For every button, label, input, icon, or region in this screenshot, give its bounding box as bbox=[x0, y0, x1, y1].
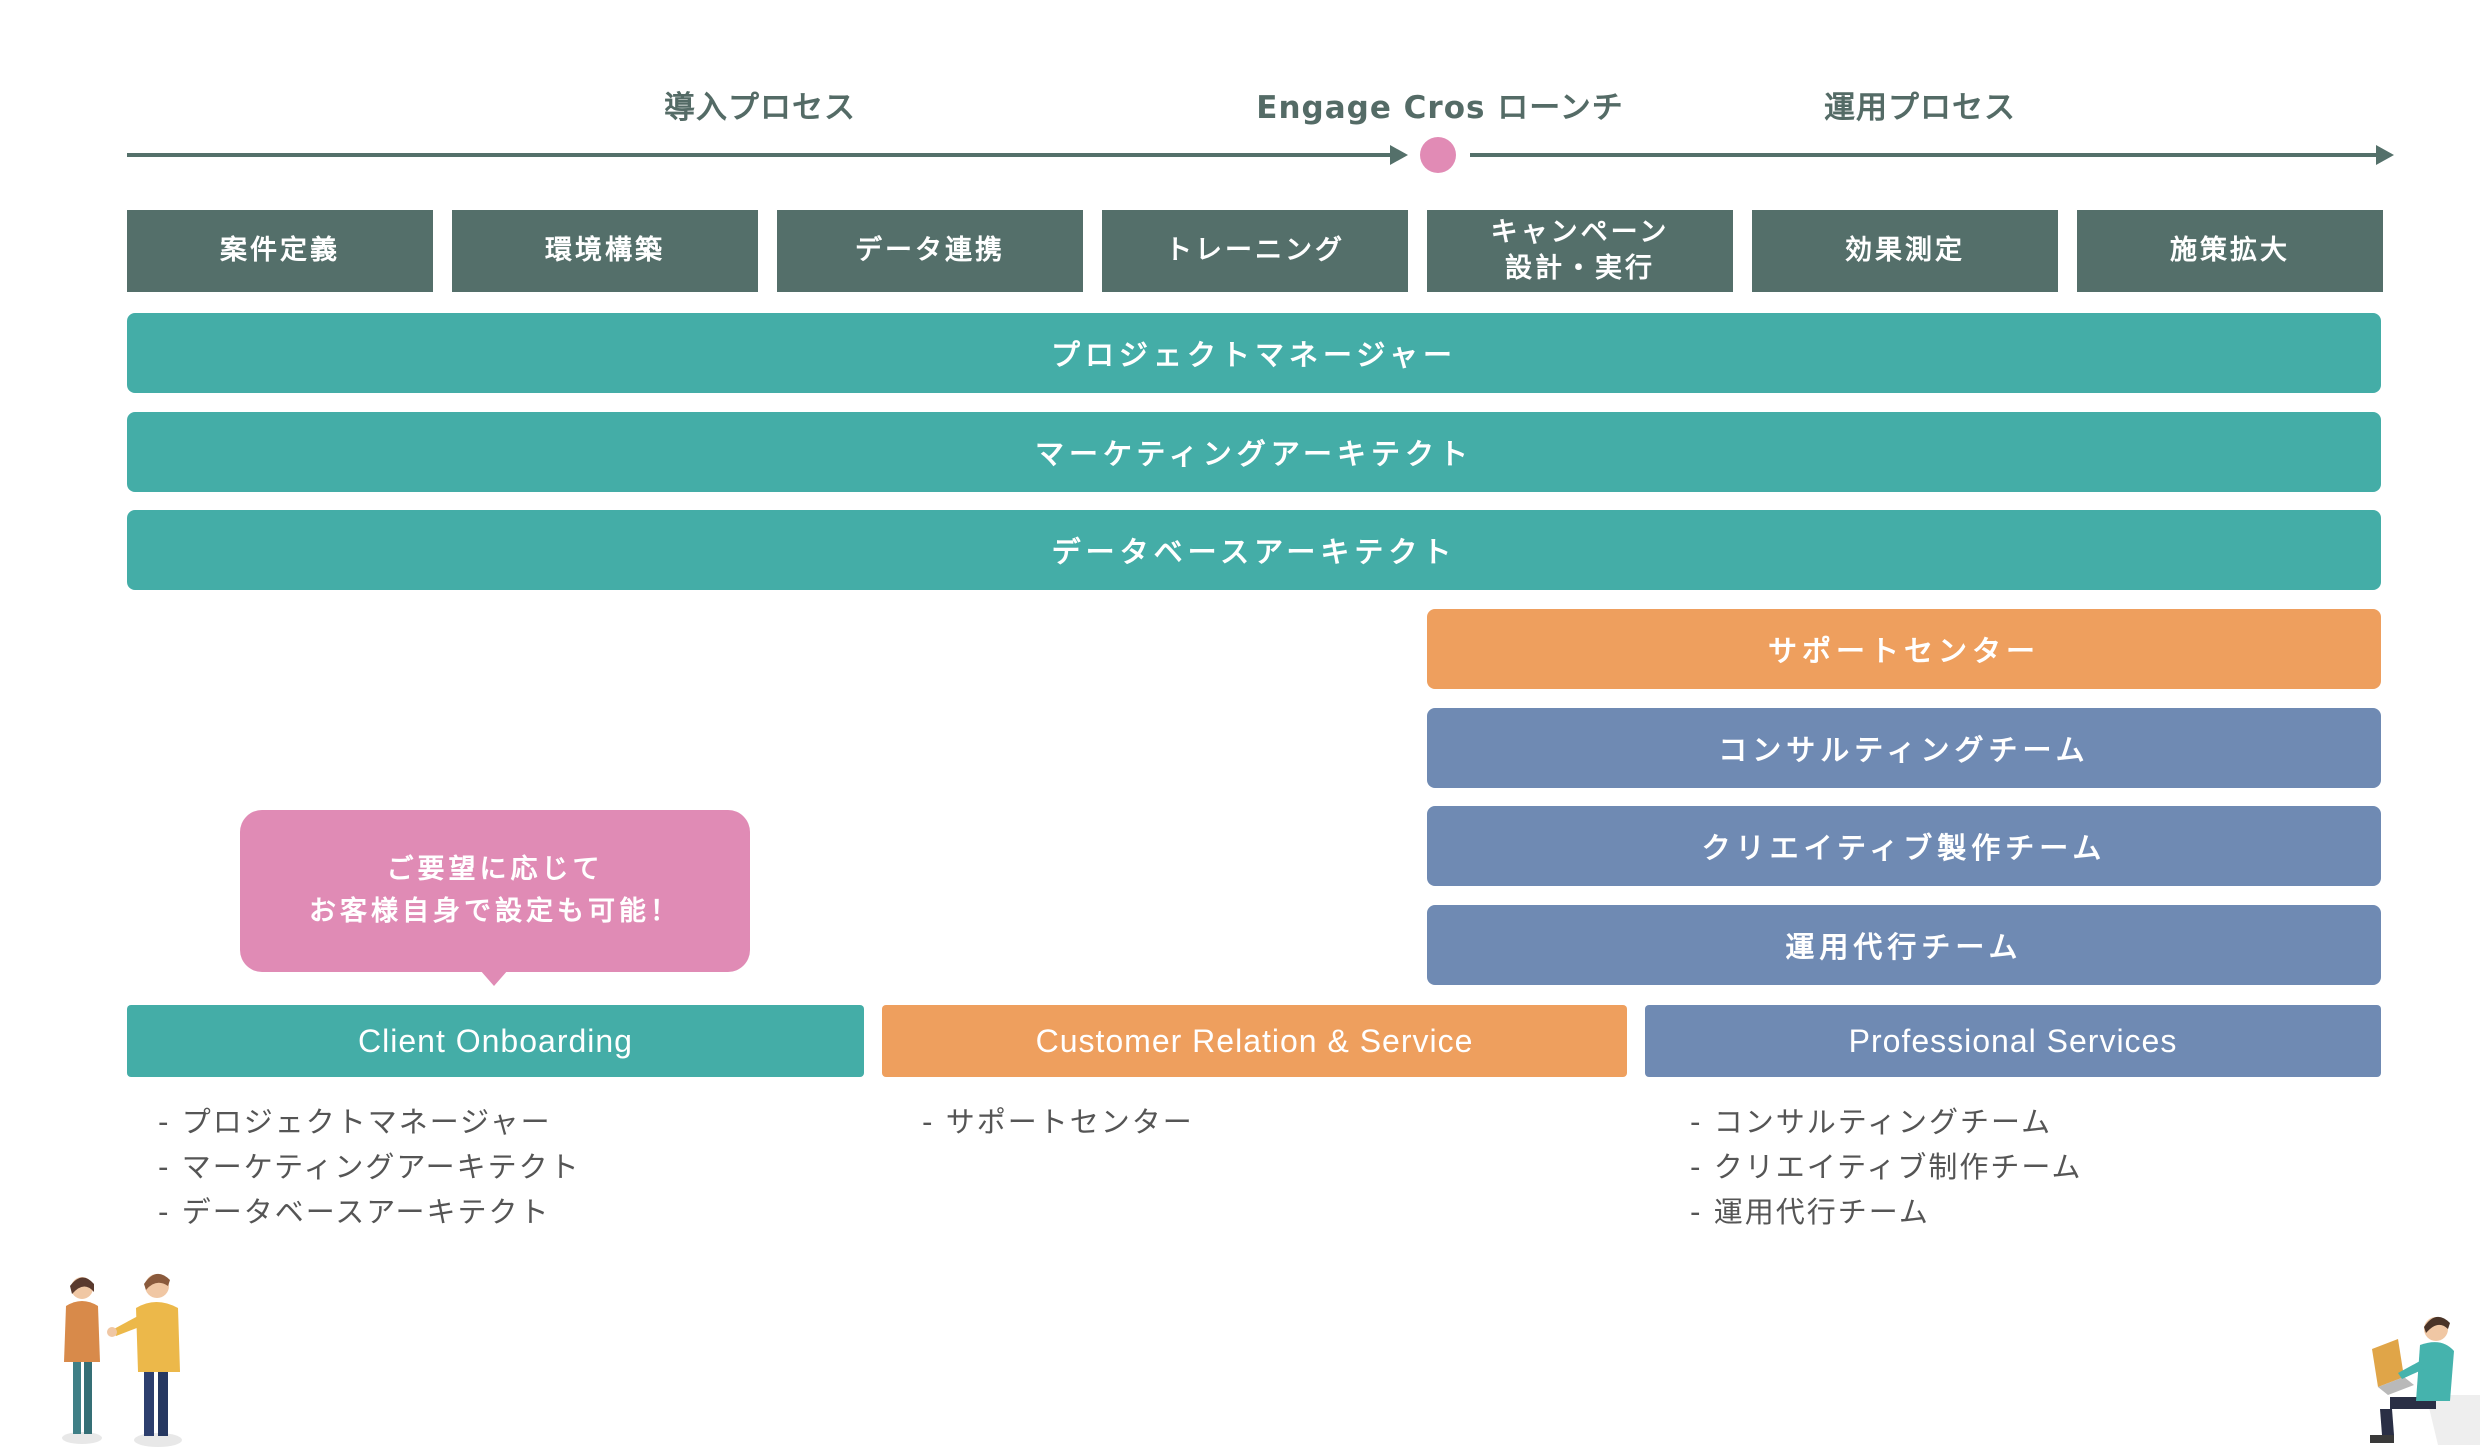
ops-arrow-line bbox=[1470, 153, 2380, 157]
list-item: データベースアーキテクト bbox=[158, 1190, 581, 1235]
launch-milestone-icon bbox=[1420, 137, 1456, 173]
ops-arrowhead-icon bbox=[2376, 145, 2394, 165]
speech-bubble-tail bbox=[480, 970, 508, 986]
category-customer-relation: Customer Relation & Service bbox=[882, 1005, 1627, 1077]
list-item: マーケティングアーキテクト bbox=[158, 1145, 581, 1190]
person-laptop-illustration bbox=[2370, 1316, 2480, 1445]
list-item: プロジェクトマネージャー bbox=[158, 1100, 581, 1145]
role-bar-database-architect: データベースアーキテクト bbox=[127, 510, 2381, 590]
step-label-sub: 設計・実行 bbox=[1505, 253, 1655, 284]
step-environment: 環境構築 bbox=[452, 210, 758, 292]
role-bar-consulting-team: コンサルティングチーム bbox=[1427, 708, 2381, 788]
intro-arrowhead-icon bbox=[1390, 145, 1408, 165]
intro-process-label: 導入プロセス bbox=[664, 90, 856, 126]
step-label: データ連携 bbox=[855, 235, 1005, 266]
list-item: コンサルティングチーム bbox=[1690, 1100, 2083, 1145]
role-bar-support-center: サポートセンター bbox=[1427, 609, 2381, 689]
step-expansion: 施策拡大 bbox=[2077, 210, 2383, 292]
category-professional-services: Professional Services bbox=[1645, 1005, 2381, 1077]
step-label: キャンペーン bbox=[1490, 217, 1670, 248]
customization-speech-bubble: ご要望に応じて お客様自身で設定も可能！ bbox=[240, 810, 750, 972]
list-item: 運用代行チーム bbox=[1690, 1190, 2083, 1235]
role-bar-marketing-architect: マーケティングアーキテクト bbox=[127, 412, 2381, 492]
step-requirements: 案件定義 bbox=[127, 210, 433, 292]
step-measurement: 効果測定 bbox=[1752, 210, 2058, 292]
list-item: クリエイティブ制作チーム bbox=[1690, 1145, 2083, 1190]
step-data-integration: データ連携 bbox=[777, 210, 1083, 292]
client-onboarding-members: プロジェクトマネージャー マーケティングアーキテクト データベースアーキテクト bbox=[158, 1100, 581, 1235]
step-label: トレーニング bbox=[1165, 235, 1345, 266]
role-bar-creative-team: クリエイティブ製作チーム bbox=[1427, 806, 2381, 886]
ops-process-label: 運用プロセス bbox=[1824, 90, 2016, 126]
step-training: トレーニング bbox=[1102, 210, 1408, 292]
step-label: 案件定義 bbox=[220, 235, 340, 266]
professional-services-members: コンサルティングチーム クリエイティブ制作チーム 運用代行チーム bbox=[1690, 1100, 2083, 1235]
step-campaign: キャンペーン 設計・実行 bbox=[1427, 210, 1733, 292]
step-label: 施策拡大 bbox=[2170, 235, 2290, 266]
step-label: 環境構築 bbox=[545, 235, 665, 266]
role-bar-project-manager: プロジェクトマネージャー bbox=[127, 313, 2381, 393]
bubble-line-1: ご要望に応じて bbox=[386, 854, 604, 885]
category-client-onboarding: Client Onboarding bbox=[127, 1005, 864, 1077]
step-label: 効果測定 bbox=[1845, 235, 1965, 266]
list-item: サポートセンター bbox=[922, 1100, 1194, 1145]
customer-relation-members: サポートセンター bbox=[922, 1100, 1194, 1145]
people-talking-illustration bbox=[62, 1273, 182, 1447]
intro-arrow-line bbox=[127, 153, 1393, 157]
role-bar-operations-team: 運用代行チーム bbox=[1427, 905, 2381, 985]
bubble-line-2: お客様自身で設定も可能！ bbox=[309, 896, 681, 927]
launch-label: Engage Cros ローンチ bbox=[1256, 90, 1624, 126]
